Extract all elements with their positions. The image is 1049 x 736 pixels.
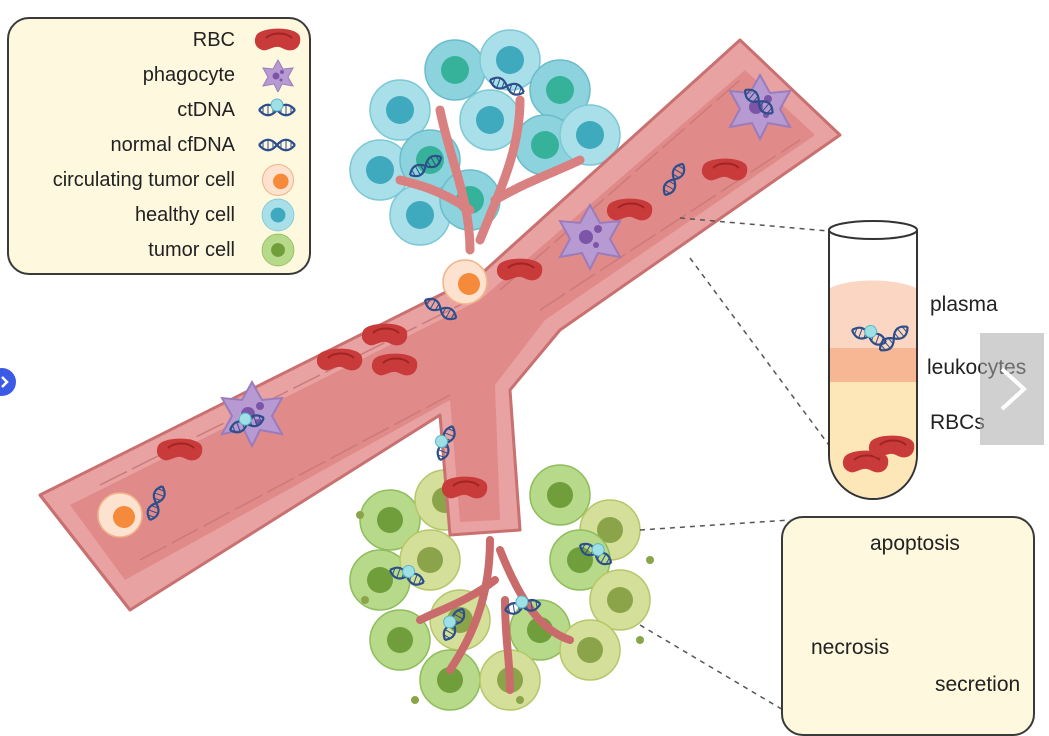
legend-label: circulating tumor cell xyxy=(52,168,235,191)
legend-label: tumor cell xyxy=(148,238,235,261)
legend-label: ctDNA xyxy=(177,98,235,121)
leader-lines xyxy=(639,217,841,717)
ctdna-icon xyxy=(247,93,309,127)
healthy-cell-icon xyxy=(261,198,295,232)
label-apoptosis: apoptosis xyxy=(870,532,960,555)
legend-item-healthy-cell: healthy cell xyxy=(3,198,309,232)
normal-cfdna-icon xyxy=(257,138,297,152)
legend-item-rbc: RBC xyxy=(3,23,309,57)
previous-image-button[interactable] xyxy=(0,368,16,396)
chevron-right-icon xyxy=(1000,367,1027,411)
legend-label: RBC xyxy=(192,28,235,51)
healthy-capillaries xyxy=(395,95,585,255)
circulating-tumor-cell-icon xyxy=(261,163,295,197)
release-mechanisms-inset: apoptosis necrosis secretion xyxy=(781,516,1035,736)
next-image-button[interactable] xyxy=(980,333,1044,445)
legend-label: phagocyte xyxy=(142,63,235,86)
tube-label-rbcs: RBCs xyxy=(930,411,985,434)
label-secretion: secretion xyxy=(935,673,1021,696)
phagocyte-icon xyxy=(262,59,294,92)
legend-item-phagocyte: phagocyte xyxy=(3,58,309,92)
legend-label: healthy cell xyxy=(134,203,235,226)
legend-item-normal-cfdna: normal cfDNA xyxy=(3,128,309,162)
tumor-cell-cluster xyxy=(349,464,654,711)
tumor-cell-icon xyxy=(261,233,295,267)
blood-vessel xyxy=(38,38,842,612)
legend-label: normal cfDNA xyxy=(110,133,235,156)
label-necrosis: necrosis xyxy=(811,636,890,659)
tube-label-plasma: plasma xyxy=(930,293,998,316)
legend-item-tumor-cell: tumor cell xyxy=(3,233,309,267)
rbc-icon xyxy=(253,27,302,52)
legend-item-circulating-tumor-cell: circulating tumor cell xyxy=(3,163,309,197)
legend: RBC phagocyte ctDNA normal cfDNA circula… xyxy=(7,17,311,275)
legend-item-ctdna: ctDNA xyxy=(3,93,309,127)
chevron-right-icon xyxy=(1,376,9,388)
blood-test-tube xyxy=(828,220,918,500)
